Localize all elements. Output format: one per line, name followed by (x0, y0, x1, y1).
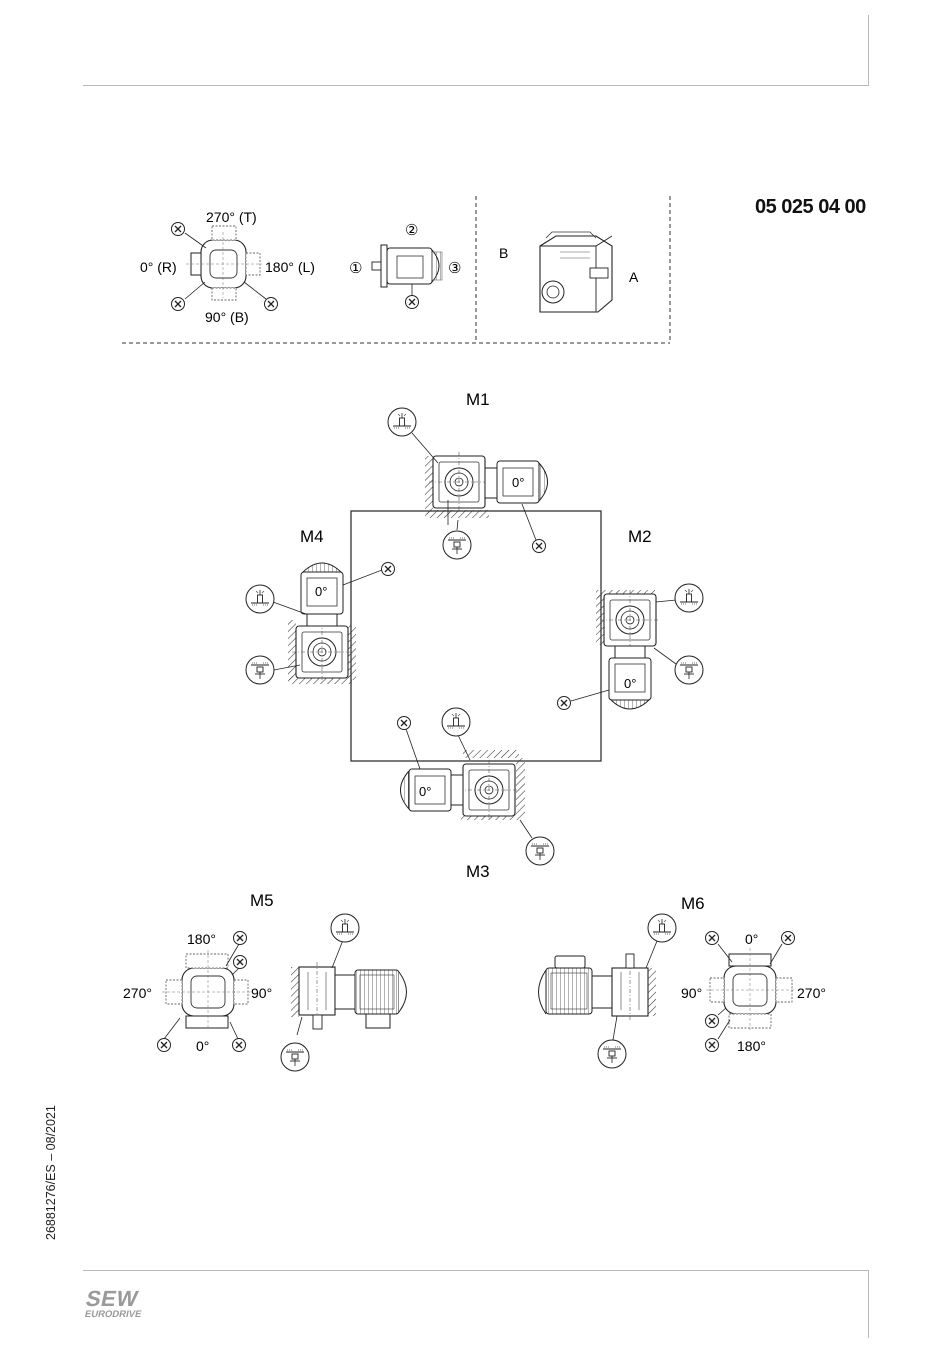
x-mark-icon (233, 1039, 246, 1052)
breather-valve-icon (246, 585, 274, 613)
legend-panel: 270° (T) 0° (R) 180° (L) 90° (B) ① ② ③ (122, 196, 670, 343)
terminal-box-angle: 0° (419, 784, 431, 799)
breather-valve-icon (388, 408, 416, 436)
gear-unit-sides-sketch: B A (499, 232, 639, 312)
m5-angle-top: 180° (187, 931, 216, 947)
angle-label-90: 90° (B) (205, 309, 249, 325)
x-mark-icon (382, 563, 395, 576)
position-label-m5: M5 (250, 891, 274, 910)
mounting-position-m1: M1 0° (388, 390, 548, 559)
x-mark-icon (706, 1015, 719, 1028)
position-label-m3: M3 (466, 862, 490, 881)
x-mark-icon (234, 956, 247, 969)
angle-label-270: 270° (T) (206, 209, 257, 225)
terminal-box-angle-sketch: 270° (T) 0° (R) 180° (L) 90° (B) (140, 209, 315, 325)
cable-entry-sketch: ① ② ③ (349, 222, 461, 309)
m5-angle-left: 270° (123, 985, 152, 1001)
cable-position-2: ② (405, 222, 418, 239)
x-mark-icon (398, 717, 411, 730)
angle-label-180: 180° (L) (265, 259, 315, 275)
x-mark-icon (172, 223, 185, 236)
side-a-label: A (629, 269, 639, 285)
m5-angle-right: 90° (251, 985, 272, 1001)
svg-text:SEW: SEW (84, 1286, 141, 1311)
x-mark-icon (533, 540, 546, 553)
m6-angle-top: 0° (745, 931, 758, 947)
x-mark-icon (265, 298, 278, 311)
x-mark-icon (558, 697, 571, 710)
breather-valve-icon (648, 914, 676, 942)
sew-eurodrive-logo: SEW EURODRIVE (83, 1286, 155, 1320)
x-mark-icon (706, 932, 719, 945)
mounting-position-m6: M6 0° 90° 270° 180° (539, 894, 826, 1068)
m5-angle-bottom: 0° (196, 1038, 209, 1054)
side-b-label: B (499, 245, 508, 261)
x-mark-icon (782, 932, 795, 945)
mounting-position-m4: M4 0° (246, 527, 395, 684)
terminal-box-angle: 0° (512, 475, 524, 490)
svg-text:EURODRIVE: EURODRIVE (84, 1309, 143, 1320)
reference-square (351, 511, 601, 761)
x-mark-icon (158, 1039, 171, 1052)
m6-angle-left: 90° (681, 985, 702, 1001)
drain-plug-icon (675, 656, 703, 684)
angle-label-0: 0° (R) (140, 259, 177, 275)
drain-plug-icon (598, 1040, 626, 1068)
mounting-position-m3: M3 0° (398, 708, 555, 881)
x-mark-icon (172, 298, 185, 311)
position-label-m1: M1 (466, 390, 490, 409)
breather-valve-icon (442, 708, 470, 736)
terminal-box-angle: 0° (315, 584, 327, 599)
cable-position-3: ③ (448, 260, 461, 277)
mounting-position-m2: M2 0° (558, 527, 704, 710)
m6-angle-right: 270° (797, 985, 826, 1001)
terminal-box-angle: 0° (624, 676, 636, 691)
drain-plug-icon (281, 1043, 309, 1071)
position-label-m6: M6 (681, 894, 705, 913)
breather-valve-icon (675, 584, 703, 612)
drain-plug-icon (443, 531, 471, 559)
position-label-m2: M2 (628, 527, 652, 546)
drain-plug-icon (246, 656, 274, 684)
x-mark-icon (706, 1039, 719, 1052)
breather-valve-icon (331, 914, 359, 942)
position-label-m4: M4 (300, 527, 324, 546)
m6-angle-bottom: 180° (737, 1038, 766, 1054)
mounting-position-m5: M5 180° 270° 90° 0° (123, 891, 407, 1071)
drain-plug-icon (526, 837, 554, 865)
x-mark-icon (234, 932, 247, 945)
cable-position-1: ① (349, 260, 362, 277)
x-mark-icon (406, 296, 419, 309)
